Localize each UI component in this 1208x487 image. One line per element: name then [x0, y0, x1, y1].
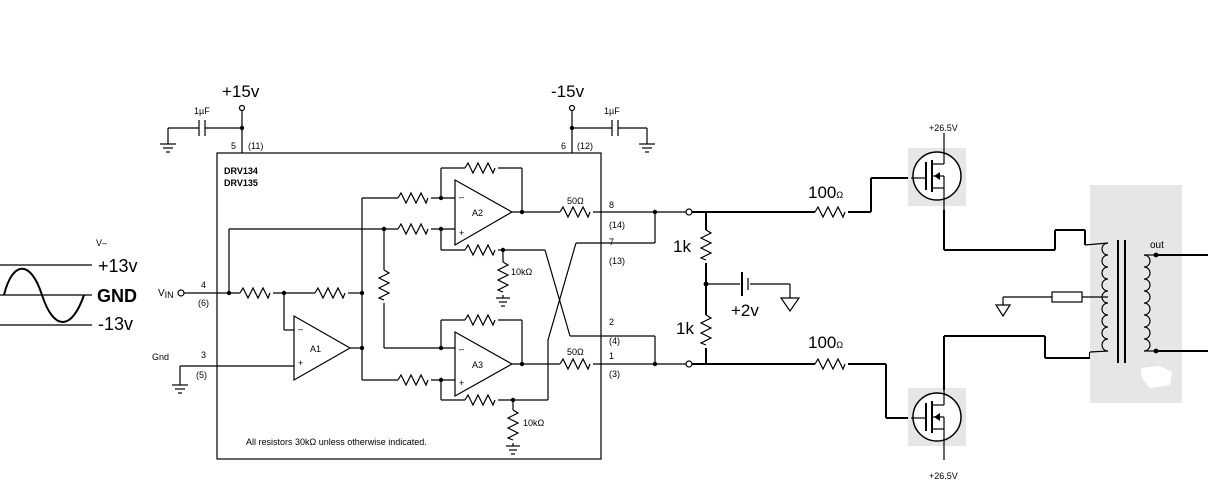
r100-b-label: 100Ω [808, 333, 843, 352]
gnd-label: Gnd [152, 352, 169, 362]
r50b-label: 50Ω [567, 347, 584, 357]
pin-2: 2 [609, 317, 614, 327]
signal-neg-label: -13v [98, 314, 133, 334]
svg-text:+: + [459, 228, 464, 238]
pos-supply-label: +15v [222, 82, 260, 101]
svg-text:+: + [459, 378, 464, 388]
chip-name-1: DRV134 [224, 166, 258, 176]
pin-14: (14) [609, 220, 625, 230]
cap2-label: 1µF [604, 106, 620, 116]
pin-11: (11) [248, 141, 263, 151]
mosfet-top: +26.5V [908, 123, 1086, 251]
r10k-a-label: 10kΩ [511, 267, 533, 277]
cap1-label: 1µF [194, 106, 210, 116]
a1-label: A1 [310, 344, 321, 354]
pin-1: 1 [609, 351, 614, 361]
mosfet-bottom: +26.5V [908, 335, 1091, 481]
gate-resistors: 100Ω 100Ω [808, 177, 911, 419]
pin-6: 6 [561, 141, 566, 151]
pin-8: 8 [609, 200, 614, 210]
pin-3: 3 [201, 350, 206, 360]
out-label: out [1150, 240, 1164, 251]
pin-5: 5 [231, 141, 236, 151]
r1k-a-label: 1k [673, 237, 691, 256]
pin-4: 4 [201, 280, 206, 290]
pos-supply: +15v 1µF 5 (11) [160, 82, 263, 153]
pin-6b: (6) [198, 298, 209, 308]
pin-4b: (4) [609, 336, 620, 346]
vin-input: VIN 4 (6) [158, 228, 398, 331]
neg-supply: -15v 1µF 6 (12) [551, 82, 655, 153]
pin-12: (12) [577, 141, 593, 151]
pin-7: 7 [609, 237, 614, 247]
r10k-b-label: 10kΩ [523, 418, 545, 428]
fet-top-supply: +26.5V [929, 123, 958, 133]
vminus-label: V– [96, 238, 107, 248]
opamp-a1: – + A1 [293, 198, 365, 382]
fet-bottom-supply: +26.5V [929, 471, 958, 481]
svg-text:+: + [298, 358, 303, 368]
sense-lines: 8 (14) 7 (13) 2 (4) 1 (3) [544, 200, 658, 400]
gnd-input: Gnd 3 (5) [152, 350, 294, 394]
r100-a-label: 100Ω [808, 183, 843, 202]
vin-label: VIN [158, 288, 174, 300]
svg-text:–: – [459, 192, 464, 202]
chip-name-2: DRV135 [224, 178, 258, 188]
r1k-b-label: 1k [676, 319, 694, 338]
bias-label: +2v [731, 301, 759, 320]
a3-label: A3 [472, 360, 483, 370]
opamp-a3: – + A3 10kΩ 50Ω [362, 314, 655, 455]
chip-body [216, 152, 602, 460]
svg-text:–: – [459, 344, 464, 354]
opamp-a2: – + A2 10kΩ 50Ω [362, 162, 655, 307]
svg-text:–: – [298, 324, 303, 334]
signal-pos-label: +13v [98, 256, 138, 276]
r50a-label: 50Ω [567, 196, 584, 206]
output-divider: 1k 1k +2v [655, 208, 815, 368]
pin-5b: (5) [196, 370, 207, 380]
sine-source: +13v GND -13v V– [0, 238, 138, 334]
pin-3b: (3) [609, 369, 620, 379]
transformer: out [994, 185, 1208, 403]
pin-13: (13) [609, 256, 625, 266]
neg-supply-label: -15v [551, 82, 585, 101]
mid-resistor [378, 229, 455, 351]
signal-gnd-label: GND [97, 286, 137, 306]
a2-label: A2 [472, 208, 483, 218]
chip-note: All resistors 30kΩ unless otherwise indi… [246, 437, 427, 447]
